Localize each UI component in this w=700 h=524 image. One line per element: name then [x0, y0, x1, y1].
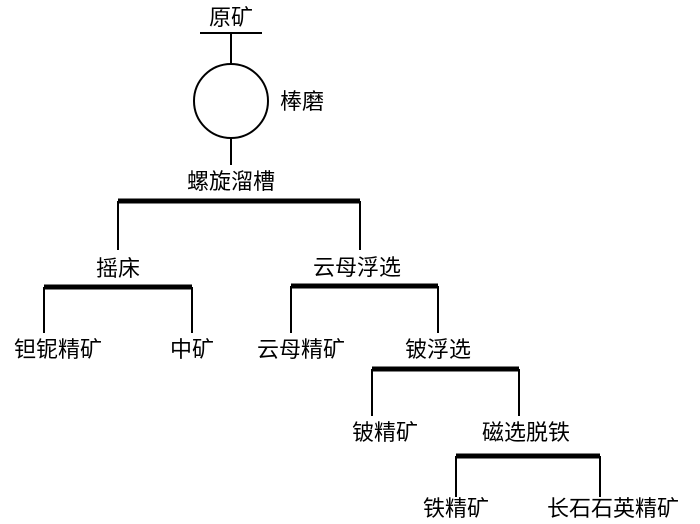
node-beryl-flotation: 铍浮选 [405, 338, 471, 363]
node-mica-concentrate: 云母精矿 [257, 338, 345, 363]
node-feldspar-quartz-concentrate: 长石石英精矿 [547, 497, 679, 522]
node-beryl-concentrate: 铍精矿 [352, 421, 418, 446]
node-middlings: 中矿 [170, 338, 214, 363]
rod-mill-circle [193, 63, 269, 139]
node-ta-nb-concentrate: 钽铌精矿 [14, 338, 102, 363]
node-spiral-chute: 螺旋溜槽 [187, 170, 275, 195]
node-raw-ore: 原矿 [209, 6, 253, 31]
node-magnetic-separation: 磁选脱铁 [482, 421, 570, 446]
node-rod-mill: 棒磨 [280, 90, 324, 115]
node-shaking-table: 摇床 [96, 257, 140, 282]
node-iron-concentrate: 铁精矿 [423, 497, 489, 522]
node-mica-flotation: 云母浮选 [313, 256, 401, 281]
